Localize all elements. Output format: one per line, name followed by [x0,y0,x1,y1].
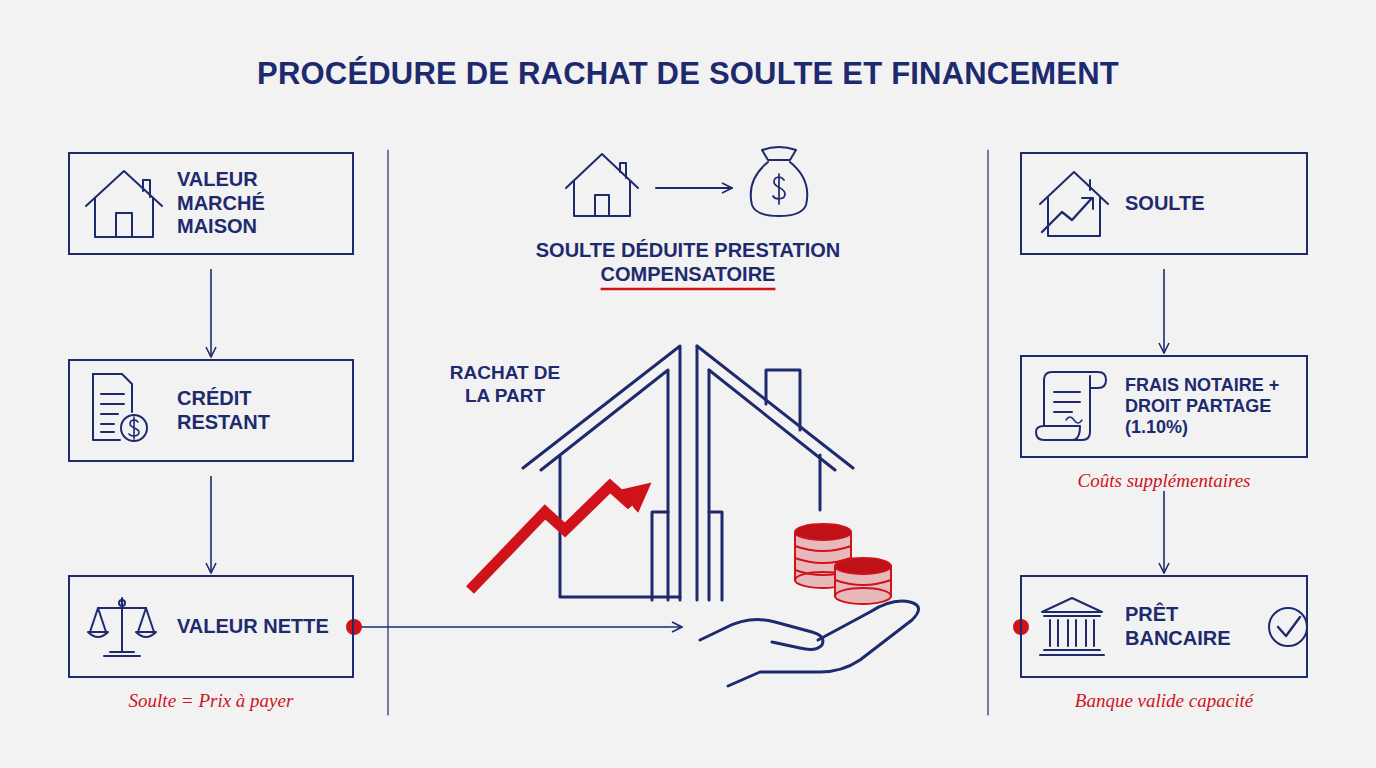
split-house [523,346,853,600]
note-text: Soulte = Prix à payer [71,690,351,713]
house-icon [86,171,162,237]
value-box: VALEUR NETTE [68,575,354,678]
flow-arrow [210,269,212,357]
red-dot [346,619,362,635]
trend-arrow [470,486,640,590]
process-box: SOULTE [1020,152,1308,255]
value-box: CRÉDIT RESTANT [68,359,354,462]
underline [601,288,776,291]
section-label: RACHAT DE LA PART [435,362,575,408]
document-icon [93,374,147,441]
note-text: Banque valide capacité [1034,690,1294,713]
money-bag-icon [751,147,808,216]
box-label: CRÉDIT RESTANT [177,387,342,434]
flow-arrow [210,476,212,573]
value-box: VALEUR MARCHÉ MAISON [68,152,354,255]
box-label: VALEUR MARCHÉ MAISON [177,168,342,238]
scale-icon [88,598,156,656]
check-icon [1269,608,1307,646]
divider [387,150,388,715]
house-growth-icon [1040,172,1108,236]
process-box: PRÊT BANCAIRE [1020,575,1308,678]
leader-arrow [354,626,682,628]
scroll-icon [1036,372,1106,440]
box-label: SOULTE [1125,192,1205,215]
house-icon [566,154,638,216]
process-box: FRAIS NOTAIRE + DROIT PARTAGE (1.10%) [1020,355,1308,458]
section-label: SOULTE DÉDUITE PRESTATION COMPENSATOIRE [498,238,878,286]
note-text: Coûts supplémentaires [1034,470,1294,493]
flow-arrow [1163,269,1165,353]
flow-arrow [656,187,732,189]
bank-icon [1040,598,1104,655]
divider [987,150,988,715]
hand-icon [700,601,919,686]
coin-stack [795,524,891,604]
diagram-title: PROCÉDURE DE RACHAT DE SOULTE ET FINANCE… [0,56,1376,92]
box-label: FRAIS NOTAIRE + DROIT PARTAGE (1.10%) [1125,375,1298,438]
box-label: VALEUR NETTE [177,615,329,638]
box-label: PRÊT BANCAIRE [1125,603,1270,650]
